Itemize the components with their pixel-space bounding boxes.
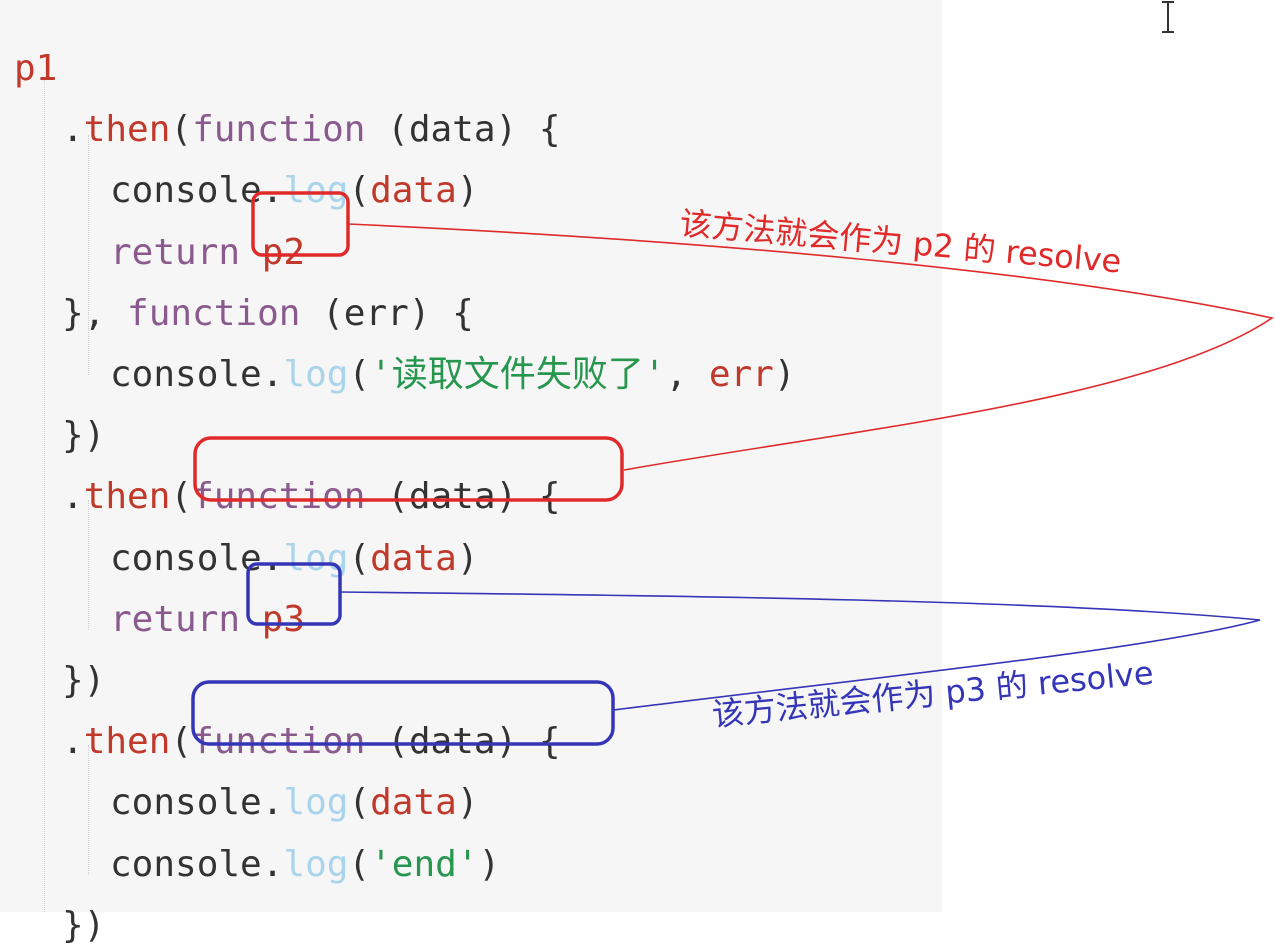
- code-token: (data) {: [365, 109, 561, 150]
- p3-highlight-box: [246, 562, 342, 626]
- code-token: function: [127, 293, 301, 334]
- code-token: p1: [14, 48, 58, 89]
- code-line[interactable]: .then(function (data) {: [62, 717, 561, 767]
- code-line[interactable]: console.log(data): [110, 166, 479, 216]
- code-token: p3: [261, 599, 306, 640]
- code-token: data: [370, 782, 457, 823]
- code-token: console.: [110, 844, 284, 885]
- code-token: then: [83, 109, 171, 150]
- code-token: then: [83, 476, 171, 517]
- code-token: .: [62, 721, 84, 762]
- code-token: (: [348, 844, 371, 885]
- code-line[interactable]: }): [62, 656, 105, 706]
- code-token: return: [110, 232, 241, 273]
- code-token: return: [110, 599, 241, 640]
- resolve-handler-1-highlight-box: [193, 436, 624, 502]
- code-token: .: [62, 109, 84, 150]
- code-token: function: [192, 476, 366, 517]
- resolve-handler-2-highlight-box: [191, 680, 615, 746]
- code-line[interactable]: return p3: [110, 595, 305, 645]
- p2-highlight-box: [251, 191, 350, 257]
- code-line[interactable]: }, function (err) {: [62, 289, 474, 339]
- code-token: log: [283, 782, 349, 823]
- code-line[interactable]: .then(function (data) {: [62, 472, 561, 522]
- code-token: (: [348, 538, 371, 579]
- p2-connector-curve: [347, 223, 1275, 471]
- code-token: ): [478, 844, 501, 885]
- code-token: then: [83, 721, 171, 762]
- code-line[interactable]: .then(function (data) {: [62, 105, 561, 155]
- code-token: ): [773, 354, 796, 395]
- code-line[interactable]: return p2: [110, 228, 305, 278]
- annotation-overlay: [191, 191, 1275, 746]
- code-token: log: [283, 538, 349, 579]
- code-line[interactable]: console.log('end'): [110, 840, 500, 890]
- code-token: }): [62, 415, 106, 456]
- code-token: data: [370, 538, 457, 579]
- code-token: function: [192, 721, 366, 762]
- code-token: p2: [261, 232, 306, 273]
- code-token: },: [62, 293, 128, 334]
- code-editor-panel: p1.then(function (data) {console.log(dat…: [14, 44, 796, 946]
- code-token: ,: [665, 354, 709, 395]
- code-token: ): [456, 538, 479, 579]
- code-token: console.: [110, 354, 284, 395]
- code-token: '读取文件失败了': [370, 354, 666, 395]
- indent-guide: [44, 80, 45, 912]
- indent-guide: [88, 500, 89, 630]
- code-token: (: [348, 170, 371, 211]
- code-token: .: [62, 476, 84, 517]
- code-token: ): [456, 170, 479, 211]
- code-token: (data) {: [365, 476, 561, 517]
- code-token: (: [348, 782, 371, 823]
- code-token: function: [192, 109, 366, 150]
- code-token: 'end': [370, 844, 479, 885]
- code-line[interactable]: console.log(data): [110, 778, 479, 828]
- code-token: log: [283, 354, 349, 395]
- code-token: (: [348, 354, 371, 395]
- code-line[interactable]: p1: [14, 44, 57, 94]
- code-token: console.: [110, 782, 284, 823]
- text-cursor-ibeam-icon: [1162, 1, 1174, 33]
- code-token: ): [456, 782, 479, 823]
- code-token: (data) {: [365, 721, 561, 762]
- code-token: console.: [110, 538, 284, 579]
- indent-guide: [88, 135, 89, 375]
- code-line[interactable]: console.log(data): [110, 534, 479, 584]
- code-line[interactable]: console.log('读取文件失败了', err): [110, 350, 796, 400]
- code-token: (: [170, 109, 193, 150]
- code-token: (: [170, 721, 193, 762]
- code-token: (err) {: [300, 293, 474, 334]
- code-line[interactable]: }): [62, 411, 105, 461]
- code-token: }): [62, 660, 106, 701]
- code-token: log: [283, 844, 349, 885]
- code-token: log: [283, 170, 349, 211]
- p3-connector-curve: [339, 591, 1261, 711]
- code-token: (: [170, 476, 193, 517]
- code-token: err: [708, 354, 774, 395]
- code-token: data: [370, 170, 457, 211]
- indent-guide: [88, 745, 89, 875]
